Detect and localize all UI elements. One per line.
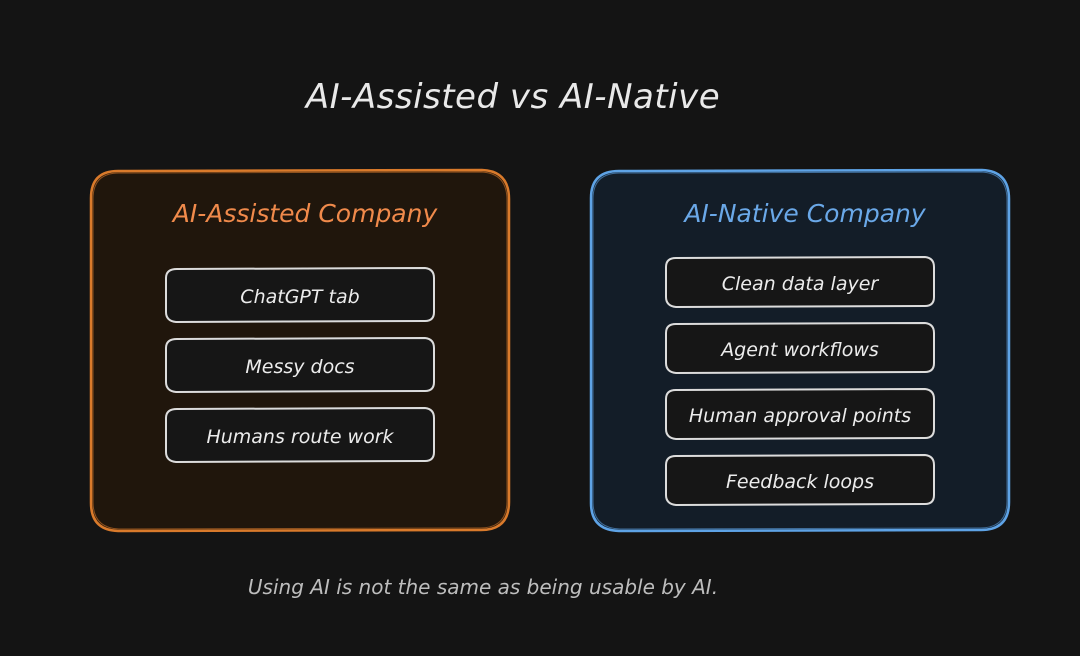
ai-assisted-panel: AI-Assisted Company ChatGPT tab Messy do…	[89, 168, 511, 533]
ai-native-item-label: Clean data layer	[722, 273, 880, 295]
ai-native-item-label: Human approval points	[689, 405, 911, 427]
ai-native-item-box	[665, 255, 935, 309]
ai-native-item-box	[665, 453, 935, 507]
ai-native-item-box	[665, 387, 935, 441]
ai-assisted-panel-sketch-line	[92, 171, 508, 530]
ai-native-heading: AI-Native Company	[682, 199, 927, 228]
ai-assisted-item-box	[165, 266, 435, 324]
ai-assisted-item: ChatGPT tab	[165, 266, 435, 324]
ai-assisted-item-label: Humans route work	[206, 426, 394, 448]
diagram-title: AI-Assisted vs AI-Native	[304, 77, 720, 117]
ai-assisted-item-box	[165, 336, 435, 394]
ai-assisted-item-label: ChatGPT tab	[240, 286, 359, 308]
ai-native-item-box	[665, 321, 935, 375]
ai-assisted-item: Messy docs	[165, 336, 435, 394]
ai-native-item-label: Agent workflows	[719, 339, 879, 361]
ai-native-panel-sketch-line	[592, 171, 1008, 530]
ai-native-panel: AI-Native Company Clean data layer Agent…	[589, 168, 1011, 533]
ai-assisted-item: Humans route work	[165, 406, 435, 464]
ai-native-item: Agent workflows	[665, 321, 935, 375]
ai-native-item-label: Feedback loops	[726, 471, 874, 493]
ai-native-item: Feedback loops	[665, 453, 935, 507]
ai-assisted-item-label: Messy docs	[245, 356, 354, 378]
ai-native-item: Clean data layer	[665, 255, 935, 309]
footer-caption: Using AI is not the same as being usable…	[248, 575, 718, 599]
ai-native-item: Human approval points	[665, 387, 935, 441]
ai-assisted-item-box	[165, 406, 435, 464]
ai-assisted-heading: AI-Assisted Company	[171, 199, 439, 228]
